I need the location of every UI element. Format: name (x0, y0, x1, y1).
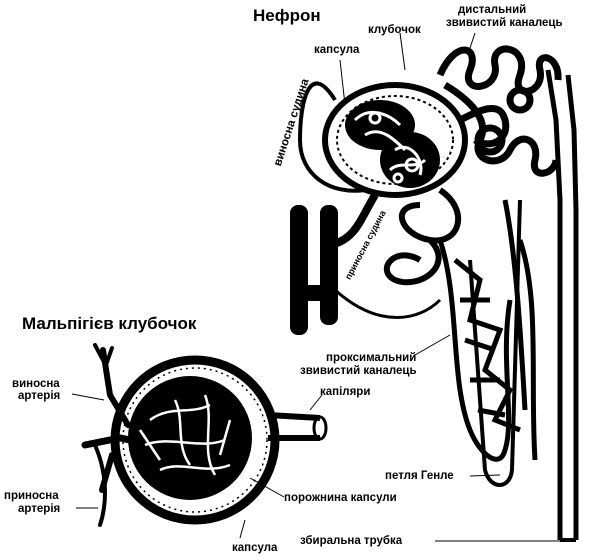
collecting-duct-label: збиральна трубка (300, 535, 402, 547)
glomerulus-label: клубочок (368, 24, 421, 36)
henle-loop-label: петля Генле (385, 470, 454, 482)
nephron-illustration (290, 49, 576, 540)
efferent-artery-label-line1: виносна (12, 378, 60, 390)
afferent-artery-label-line2: артерія (18, 503, 60, 515)
efferent-artery-label-line2: артерія (18, 390, 60, 402)
proximal-tubule-label-line1: проксимальний (326, 352, 416, 364)
afferent-artery-label-line1: приносна (4, 490, 59, 502)
collecting-duct-shape (548, 70, 576, 540)
capsule-top-label: капсула (314, 44, 359, 56)
capsule-cavity-label: порожнина капсули (284, 492, 397, 504)
proximal-tubule-label-line2: звивистий каналець (300, 365, 417, 377)
capsule-bottom-label: капсула (232, 542, 277, 554)
distal-tubule-label-line2: звивистий каналець (446, 17, 563, 29)
glomerulus-knot-shape (345, 100, 440, 188)
malpighian-title: Мальпігієв клубочок (22, 314, 196, 334)
capillaries-label: капіляри (320, 386, 370, 398)
distal-tubule-label-line1: дистальний (458, 4, 526, 16)
nephron-title: Нефрон (253, 6, 321, 26)
blood-vessels-shape (290, 205, 338, 335)
